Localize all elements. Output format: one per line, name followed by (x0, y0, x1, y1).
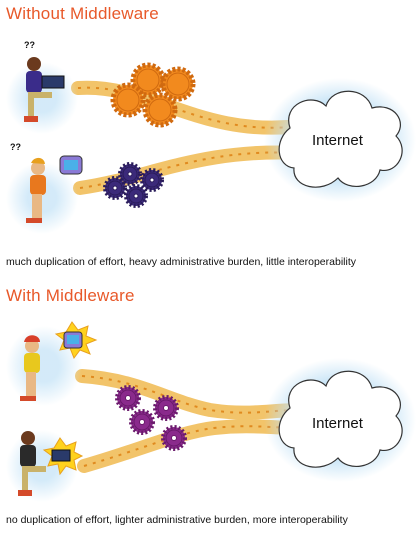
diagram-with-middleware: Internet (6, 321, 416, 502)
gear-icon (110, 82, 146, 118)
gear-icon (130, 62, 166, 98)
gear-icon (160, 66, 196, 102)
gear-icon (115, 385, 141, 411)
cloud-label: Internet (312, 415, 364, 432)
gear-icon (129, 409, 155, 435)
person-at-laptop-icon: ?? (6, 40, 78, 134)
gear-cluster-orange (110, 62, 196, 128)
section-heading-with-middleware: With Middleware (6, 286, 135, 305)
cloud-icon: Internet (264, 78, 416, 202)
gear-icon (153, 395, 179, 421)
svg-text:??: ?? (10, 142, 21, 152)
caption-with-middleware: no duplication of effort, lighter admini… (6, 514, 348, 526)
person-at-computer-icon (6, 321, 98, 406)
gear-cluster-purple (115, 385, 187, 451)
gear-icon (124, 184, 148, 208)
gear-icon (118, 162, 142, 186)
gear-icon (161, 425, 187, 451)
computer-burst-icon (42, 437, 84, 476)
diagram-without-middleware: Internet ?? ?? (6, 40, 416, 234)
data-stream-upper (71, 80, 307, 135)
person-at-computer-icon: ?? (6, 142, 83, 234)
data-stream-lower (73, 145, 307, 195)
person-at-laptop-icon (6, 430, 84, 502)
gear-cluster-navy (103, 162, 164, 208)
cloud-label: Internet (312, 132, 364, 149)
computer-burst-icon (54, 321, 98, 360)
gear-icon (140, 168, 164, 192)
cloud-icon: Internet (264, 358, 416, 482)
gear-icon (142, 92, 178, 128)
gear-icon (103, 176, 127, 200)
section-heading-without-middleware: Without Middleware (6, 4, 159, 23)
caption-without-middleware: much duplication of effort, heavy admini… (6, 256, 356, 268)
svg-text:??: ?? (24, 40, 35, 50)
